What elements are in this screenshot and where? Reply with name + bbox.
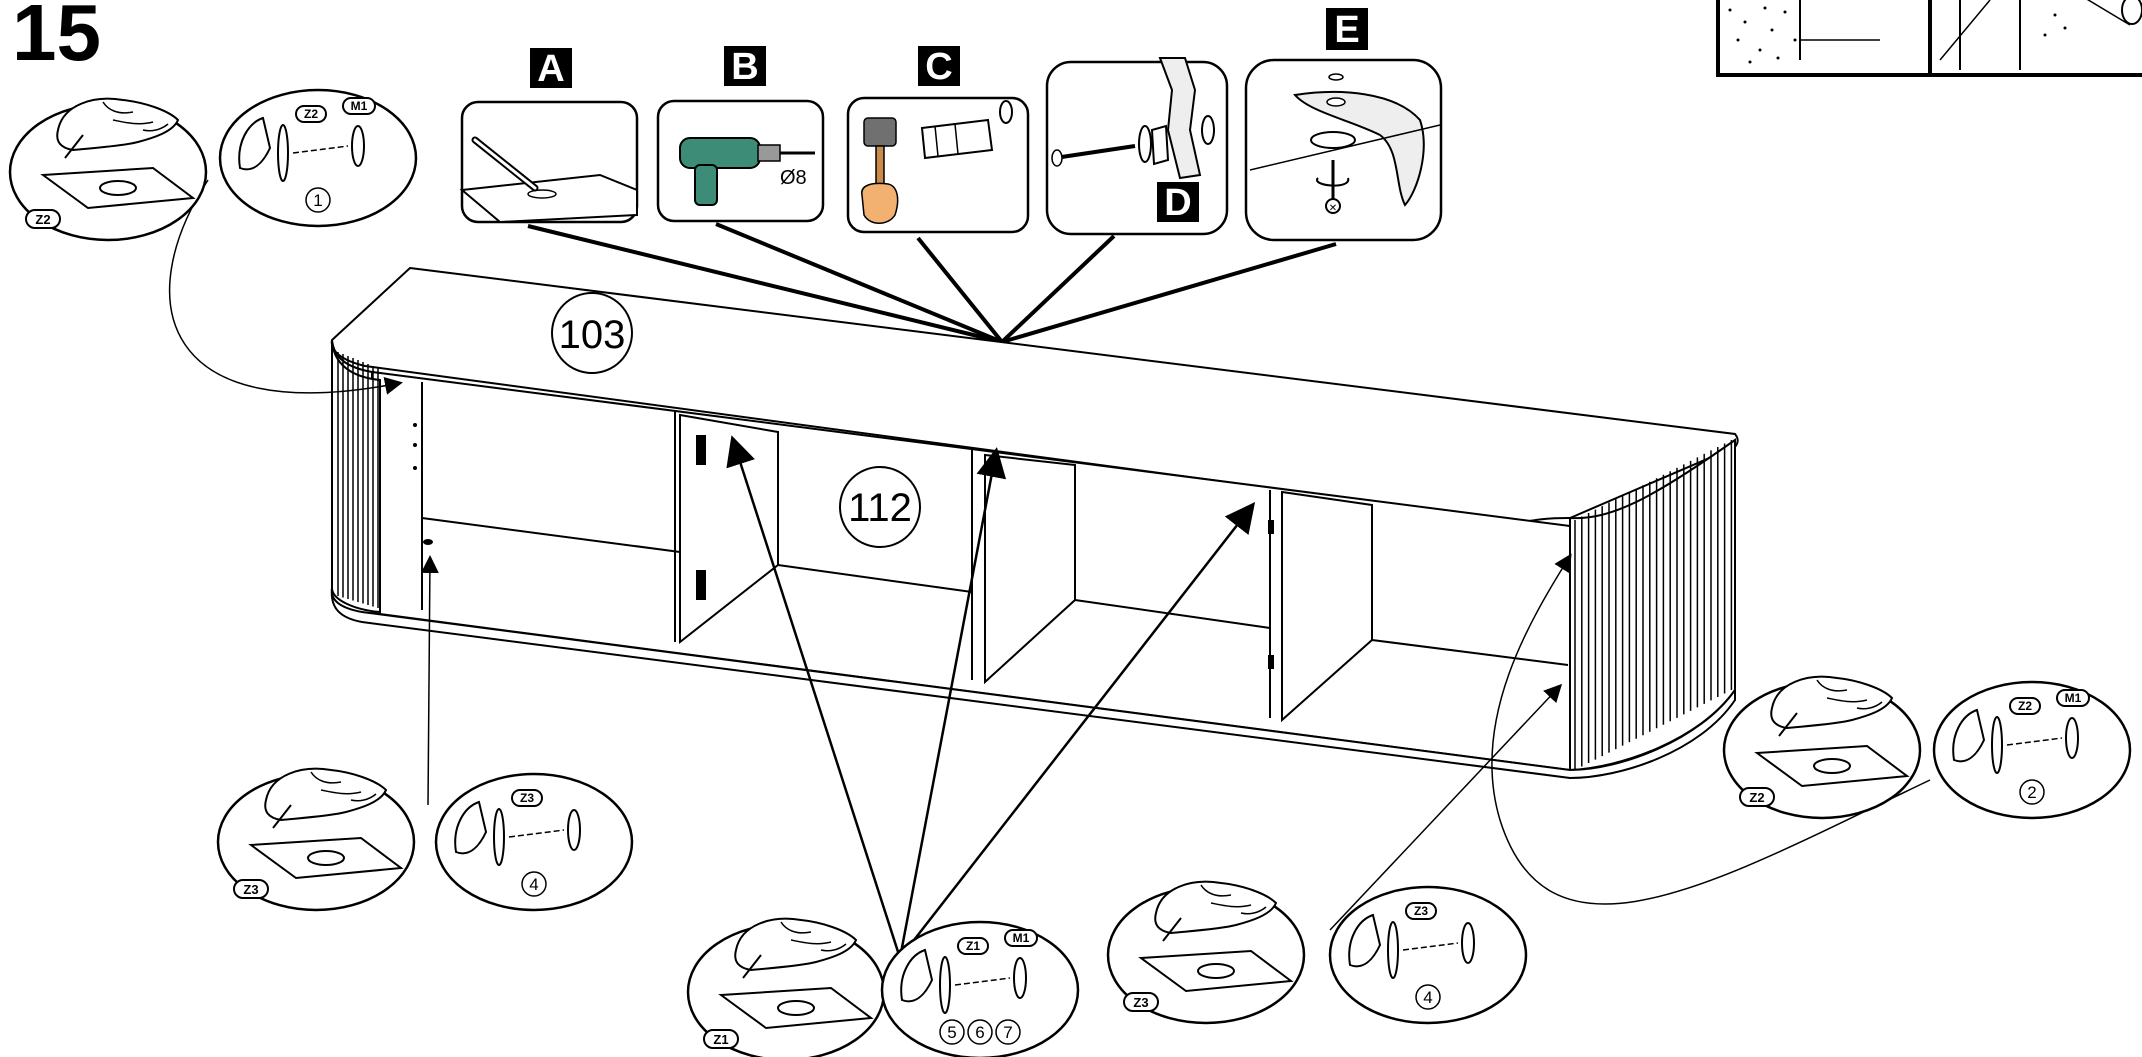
drill-size-label: Ø8	[780, 167, 807, 189]
step-ref-2: 2	[2019, 779, 2045, 805]
screw-icon	[1051, 57, 1215, 180]
drill-icon	[679, 137, 815, 206]
tool-D: D	[1045, 57, 1229, 236]
detail-sticker-label: Z3	[1414, 904, 1428, 918]
tool-B: B Ø8	[656, 46, 825, 223]
fitting-icon	[1461, 922, 1475, 964]
tool-letter-a: A	[537, 48, 564, 90]
part-number-103: 103	[559, 313, 626, 357]
sticker-tag: Z2	[25, 209, 61, 229]
screwdriver-icon: ✕	[1249, 73, 1441, 214]
sticker-tag: Z1	[703, 1029, 739, 1049]
sticker-label: Z3	[243, 882, 258, 897]
step-ref-label: 4	[529, 875, 538, 894]
sticker-tag: Z3	[1123, 992, 1159, 1012]
panel-edge-icon	[1952, 708, 1986, 763]
tool-letter-c: C	[925, 46, 952, 88]
part-label-top: 103	[551, 292, 633, 374]
step-ref-label: 1	[313, 191, 322, 210]
detail-sticker-label: Z2	[2018, 699, 2032, 713]
cover-cap-icon	[1991, 716, 2003, 774]
detail-sticker-label: Z3	[520, 791, 534, 805]
part-label-middle: 112	[839, 466, 921, 548]
tool-leader-lines	[527, 222, 1337, 344]
step-number: 15	[12, 0, 101, 77]
callout-detail-bubble	[434, 772, 634, 912]
panel-edge-icon	[454, 800, 488, 855]
step-ref-label: 6	[975, 1023, 984, 1042]
reference-frame	[1716, 0, 2142, 77]
step-ref-4: 4	[521, 871, 547, 897]
sticker-tag: Z2	[1739, 787, 1775, 807]
cover-cap-icon	[1387, 921, 1399, 979]
part-code-tag: M1	[342, 97, 376, 115]
step-ref-4: 4	[1415, 984, 1441, 1010]
callout-detail-bubble	[1328, 885, 1528, 1025]
part-number-112: 112	[848, 486, 912, 530]
detail-sticker-tag: Z2	[295, 105, 327, 123]
detail-sticker-tag: Z3	[1405, 902, 1437, 920]
cover-cap-icon	[277, 124, 289, 182]
fluting	[337, 352, 1733, 770]
tool-C: C	[846, 46, 1030, 234]
step-ref-5: 5	[939, 1019, 965, 1045]
step-ref-label: 5	[947, 1023, 956, 1042]
callout-detail-bubble	[1932, 680, 2132, 820]
step-ref-label: 7	[1003, 1023, 1012, 1042]
cabinet	[330, 266, 1739, 780]
sticker-label: Z2	[1749, 790, 1764, 805]
panel-edge-icon	[238, 116, 272, 171]
pencil-icon	[459, 136, 638, 224]
cover-cap-icon	[493, 808, 505, 866]
tool-E: E ✕	[1244, 8, 1443, 242]
sticker-label: Z1	[713, 1032, 728, 1047]
tool-letter-e: E	[1334, 9, 1359, 51]
step-ref-label: 2	[2027, 783, 2036, 802]
detail-sticker-tag: Z1	[957, 937, 989, 955]
sticker-label: Z3	[1133, 995, 1148, 1010]
cover-cap-icon	[939, 956, 951, 1014]
panel-edge-icon	[900, 948, 934, 1003]
sticker-tag: Z3	[233, 879, 269, 899]
fitting-icon	[1013, 957, 1027, 999]
step-ref-6: 6	[967, 1019, 993, 1045]
callout-detail-bubble	[218, 88, 418, 228]
tool-letter-b: B	[731, 46, 758, 88]
callout-arrows	[168, 179, 1931, 959]
fitting-icon	[567, 809, 581, 851]
part-code-label: M1	[351, 99, 368, 113]
part-code-tag: M1	[2056, 689, 2090, 707]
part-code-label: M1	[1013, 931, 1030, 945]
svg-text:✕: ✕	[1329, 203, 1337, 214]
tool-letter-d: D	[1164, 182, 1191, 224]
detail-sticker-label: Z2	[304, 107, 318, 121]
sticker-label: Z2	[35, 212, 50, 227]
step-ref-label: 4	[1423, 988, 1432, 1007]
hammer-icon	[861, 100, 1013, 224]
fitting-icon	[2065, 717, 2079, 759]
tool-A: A	[459, 48, 639, 224]
fitting-icon	[351, 125, 365, 167]
step-ref-1: 1	[305, 187, 331, 213]
detail-sticker-tag: Z3	[511, 789, 543, 807]
detail-sticker-label: Z1	[966, 939, 980, 953]
panel-edge-icon	[1348, 913, 1382, 968]
part-code-tag: M1	[1004, 929, 1038, 947]
part-code-label: M1	[2065, 691, 2082, 705]
step-ref-7: 7	[995, 1019, 1021, 1045]
callout-detail-bubble	[880, 920, 1080, 1057]
detail-sticker-tag: Z2	[2009, 697, 2041, 715]
